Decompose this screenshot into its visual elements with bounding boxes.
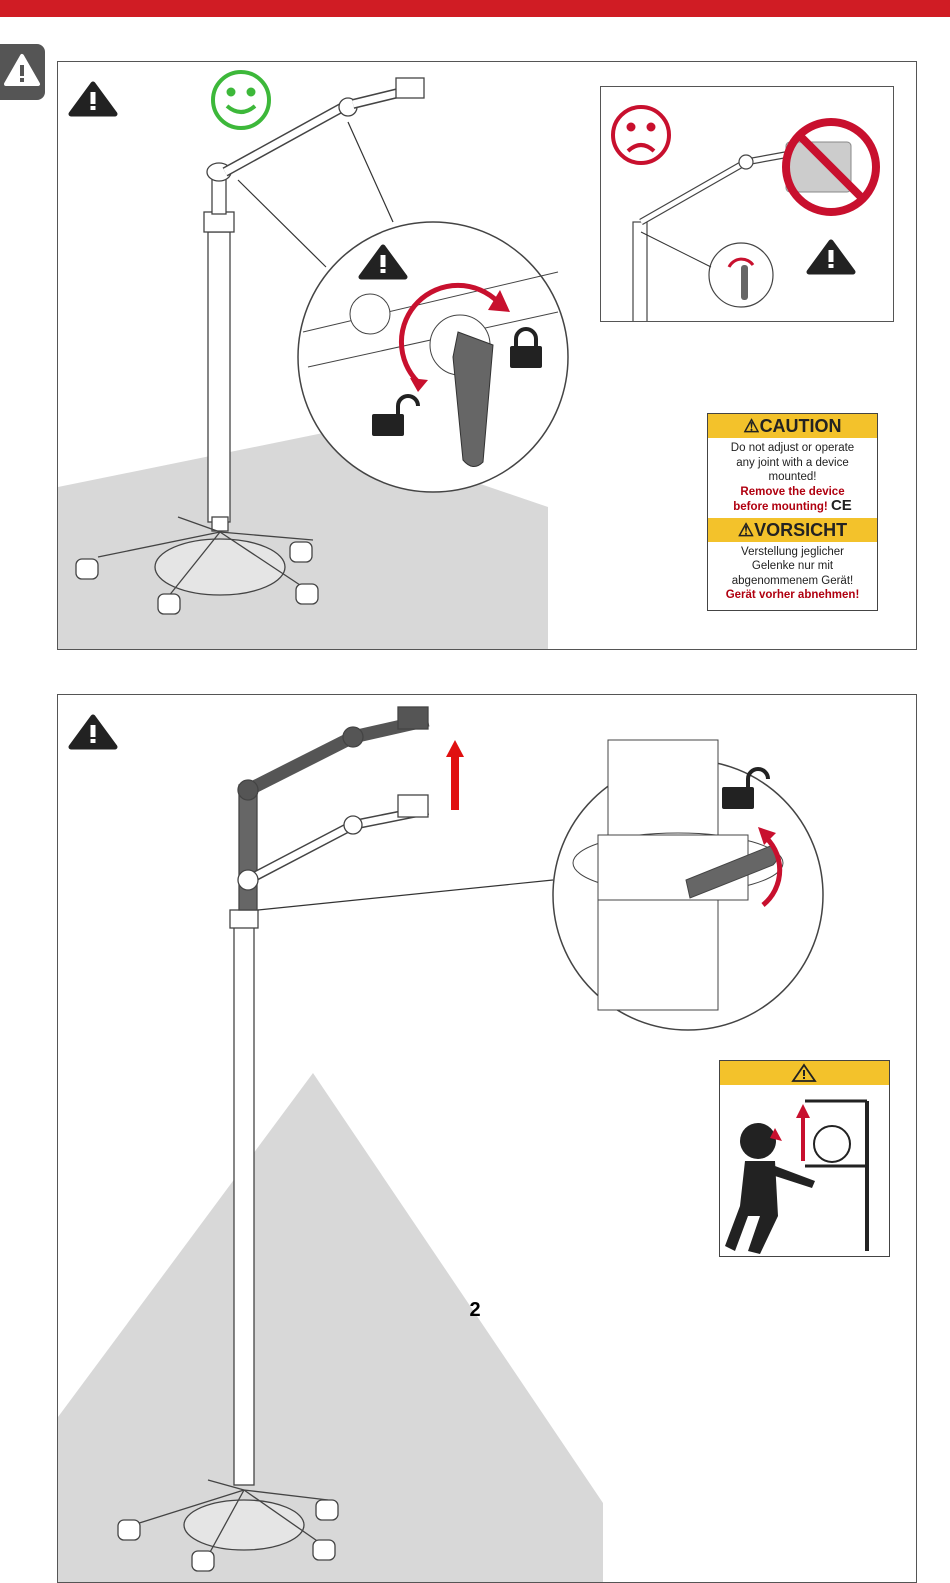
top-red-bar <box>0 0 950 17</box>
rotate-arrow-icon <box>761 833 783 907</box>
label-header <box>720 1061 889 1085</box>
caution-text-de: Verstellung jeglicher Gelenke nur mit ab… <box>731 545 854 587</box>
ce-mark: CE <box>830 497 852 514</box>
sad-face-icon <box>611 105 671 165</box>
warning-triangle-icon <box>68 81 118 117</box>
warning-triangle-icon <box>358 244 408 280</box>
collar-detail <box>572 739 784 1011</box>
head-impact-pictogram <box>725 1099 869 1254</box>
inset-wrong-example <box>600 86 894 322</box>
vorsicht-header: ⚠VORSICHT <box>708 517 877 542</box>
lock-open-icon <box>722 767 770 809</box>
lock-closed-icon <box>510 327 542 368</box>
page-number: 2 <box>469 1299 481 1321</box>
up-arrow-icon <box>446 740 464 810</box>
caution-text-en: Do not adjust or operate any joint with … <box>730 442 855 483</box>
caution-bold-de: Gerät vorher abnehmen! <box>725 589 860 601</box>
knob-detail <box>302 271 559 467</box>
warning-triangle-icon <box>4 54 40 86</box>
caution-bold-en: Remove the device before mounting! CE <box>733 485 852 514</box>
warning-triangle-icon <box>68 714 118 750</box>
floor-stand <box>75 77 425 615</box>
caution-label: ⚠CAUTION Do not adjust or operate any jo… <box>707 413 878 611</box>
lock-open-icon <box>372 394 420 436</box>
side-warning-tab <box>0 44 45 100</box>
happy-face-icon <box>211 70 271 130</box>
warning-triangle-icon <box>791 1063 817 1082</box>
prohibited-icon <box>782 118 880 216</box>
rotate-arrow-icon <box>398 282 500 384</box>
head-impact-warning-label <box>719 1060 890 1257</box>
warning-triangle-icon <box>806 239 856 275</box>
caution-header: ⚠CAUTION <box>708 414 877 438</box>
